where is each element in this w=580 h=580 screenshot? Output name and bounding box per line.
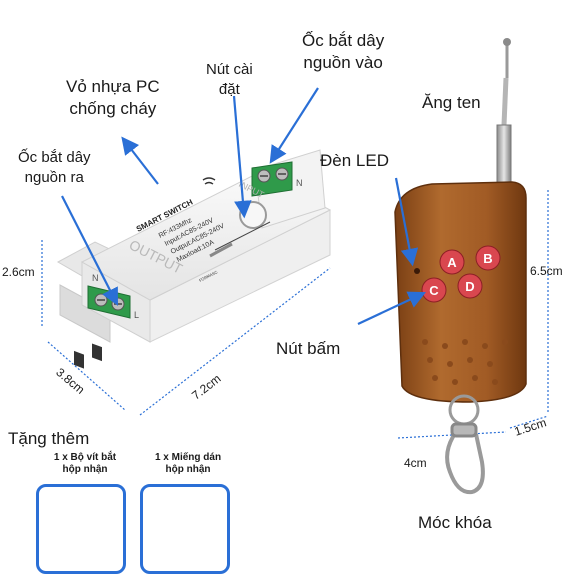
power-in-line-2: nguồn vào (303, 53, 383, 72)
led-dot (414, 268, 420, 274)
gift-box-screws (36, 484, 126, 574)
terminal-n-label-in: N (296, 178, 303, 188)
antenna-label: Ăng ten (422, 93, 481, 112)
remote-control: A B C D (394, 38, 527, 495)
terminal-n-label: N (92, 273, 99, 283)
power-out-line-2: nguồn ra (24, 169, 84, 186)
reset-button-line-2: đặt (218, 81, 240, 98)
power-out-line-1: Ốc bắt dây (18, 149, 91, 166)
gift-caption-screws: 1 x Bộ vít bắt hộp nhận (40, 452, 130, 476)
gift-caption-sticker: 1 x Miếng dán hộp nhận (142, 452, 234, 476)
dim-remote-height: 6.5cm (530, 264, 563, 278)
terminal-l-label: L (134, 310, 139, 320)
module-dimension-lines (41, 190, 549, 439)
pc-shell-label: Vỏ nhựa PC chống cháy (66, 76, 160, 120)
press-button-label: Nút bấm (276, 339, 341, 358)
gift-box-sticker (140, 484, 230, 574)
gift-heading: Tặng thêm (8, 429, 90, 448)
remote-button-c: C (429, 283, 439, 298)
power-out-screw-label: Ốc bắt dây nguồn ra (18, 148, 91, 188)
remote-button-b: B (483, 251, 492, 266)
gift-caption-sticker-line-2: hộp nhận (165, 464, 211, 475)
gift-caption-sticker-line-1: 1 x Miếng dán (154, 452, 222, 463)
keyring (445, 394, 485, 495)
input-terminal (251, 161, 293, 197)
receiver-module: SMART SWITCH OUTPUT RF:433Mhz Input:AC85… (56, 149, 332, 369)
reset-button-line-1: Nút cài (206, 61, 253, 78)
reset-button-label: Nút cài đặt (206, 60, 253, 100)
keyring-label: Móc khóa (418, 513, 492, 532)
remote-button-d: D (465, 279, 474, 294)
power-in-line-1: Ốc bắt dây (302, 31, 385, 50)
callout-arrows (61, 87, 426, 325)
remote-button-a: A (447, 255, 457, 270)
pc-shell-line-2: chống cháy (69, 99, 157, 118)
dim-remote-width: 4cm (404, 456, 427, 470)
led-label: Đèn LED (320, 151, 389, 170)
power-in-screw-label: Ốc bắt dây nguồn vào (302, 30, 384, 74)
dim-height: 2.6cm (2, 265, 35, 279)
gift-caption-screws-line-1: 1 x Bộ vít bắt (53, 452, 117, 463)
pc-shell-line-1: Vỏ nhựa PC (66, 77, 160, 96)
gift-caption-screws-line-2: hộp nhận (62, 464, 108, 475)
